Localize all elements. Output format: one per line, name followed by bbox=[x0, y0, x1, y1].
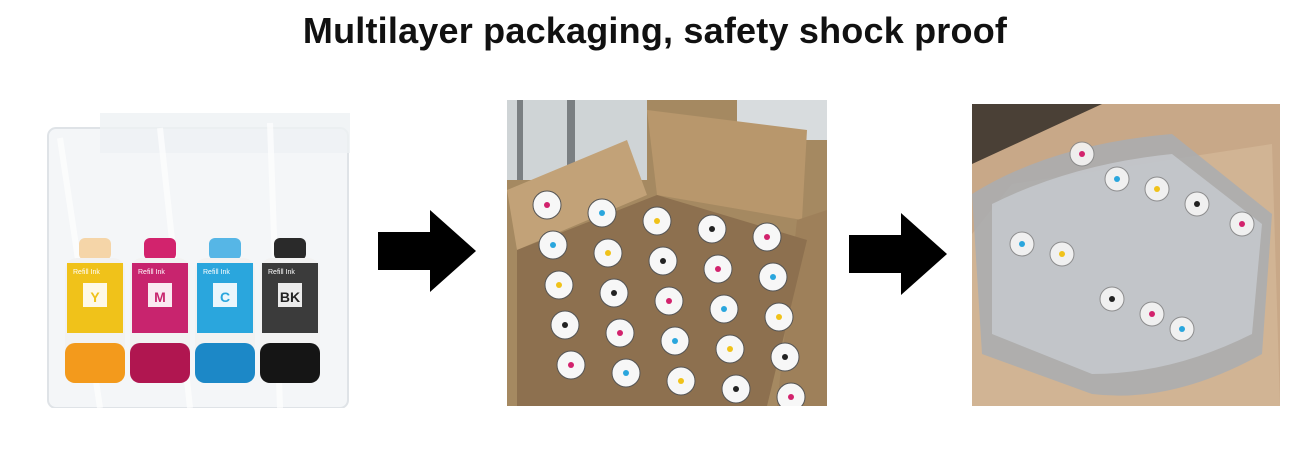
bottle-label-top: Refill Ink bbox=[73, 269, 100, 276]
page-title: Multilayer packaging, safety shock proof bbox=[302, 10, 1008, 51]
ink-bottle: C Refill Ink bbox=[195, 238, 255, 383]
bottle-color-letter: BK bbox=[280, 289, 300, 305]
boxed-ink-bottles-photo bbox=[507, 100, 827, 406]
ink-bottle: M Refill Ink bbox=[130, 238, 190, 383]
bubble-wrapped-bottles-photo bbox=[972, 104, 1280, 406]
ink-bottle: BK Refill Ink bbox=[260, 238, 320, 383]
bottle-label-top: Refill Ink bbox=[203, 269, 230, 276]
bottle-label-top: Refill Ink bbox=[268, 269, 295, 276]
arrow-right-icon bbox=[378, 210, 476, 292]
bottle-color-letter: M bbox=[154, 289, 166, 305]
bottle-label-top: Refill Ink bbox=[138, 269, 165, 276]
arrow-right-icon bbox=[849, 213, 947, 295]
ink-bottle: Y Refill Ink bbox=[65, 238, 125, 383]
bottle-color-letter: Y bbox=[90, 289, 100, 305]
bottle-color-letter: C bbox=[220, 289, 230, 305]
